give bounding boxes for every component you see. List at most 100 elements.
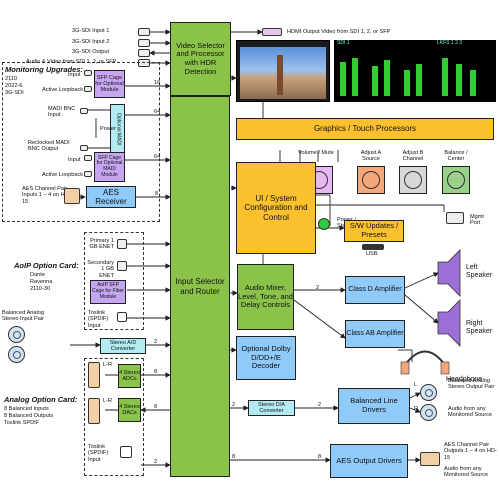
aoip-card-region bbox=[84, 232, 144, 330]
input-label: Input bbox=[68, 72, 81, 78]
ethernet-port-icon bbox=[446, 212, 464, 224]
adjust-a-knob[interactable] bbox=[357, 166, 385, 194]
headphone-cup-icon bbox=[400, 361, 410, 375]
meter-bar bbox=[442, 58, 448, 96]
usb-port-icon bbox=[362, 244, 384, 250]
aes-any-source-label: Audio from any Monitored Source bbox=[444, 466, 489, 479]
aoip-title: AoIP Option Card: bbox=[14, 261, 79, 270]
bnc-connector-icon bbox=[80, 108, 88, 114]
analog-card-region bbox=[84, 358, 144, 476]
xlr-output-l-icon bbox=[420, 384, 437, 401]
bus-width-label: 2 bbox=[154, 459, 158, 465]
audio-any-source-label: Audio from any Monitored Source bbox=[448, 406, 493, 419]
hd15-output-connector-icon bbox=[420, 452, 440, 466]
sfp-madi-cage: SFP Cage for Optional MADI Module bbox=[94, 152, 125, 182]
ethernet-port-icon bbox=[117, 239, 127, 249]
toslink-port-icon bbox=[120, 446, 132, 458]
reclocked-madi-label: Reclocked MADI BNC Output bbox=[28, 140, 70, 153]
bus-width-label: 64 bbox=[154, 154, 161, 160]
sw-updates-presets: S/W Updates / Presets bbox=[344, 220, 404, 242]
aoip-item: Dante bbox=[30, 272, 45, 278]
tower-shape bbox=[277, 55, 283, 95]
aes-receiver: AES Receiver bbox=[86, 186, 136, 208]
bus-width-label: 2 bbox=[232, 402, 236, 408]
bus-width-label: 8 bbox=[232, 454, 236, 460]
meter-bar bbox=[384, 60, 390, 96]
toslink-label-2: Toslink (SPDIF) Input bbox=[88, 444, 109, 463]
aoip-item: Ravenna bbox=[30, 279, 53, 285]
xlr-input-icon bbox=[8, 346, 25, 363]
meter-bar bbox=[404, 70, 410, 96]
graphics-touch-processors: Graphics / Touch Processors bbox=[236, 118, 494, 140]
aes-channel-output-label: AES Channel Pair Outputs 1 – 4 on HD-15 bbox=[444, 442, 497, 461]
toslink-port-icon bbox=[117, 312, 127, 322]
adjust-b-knob[interactable] bbox=[399, 166, 427, 194]
headphone-cup-icon bbox=[440, 361, 450, 375]
video-thumbnail bbox=[240, 47, 326, 99]
balance-label: Balance / Center bbox=[444, 150, 468, 163]
sfp-cage: SFP Cage for Optional Module bbox=[94, 70, 125, 98]
balance-knob[interactable] bbox=[442, 166, 470, 194]
analog-title: Analog Option Card: bbox=[4, 395, 78, 404]
hd15-input-connector-icon bbox=[64, 188, 80, 204]
stereo-da-converter: Stereo D/A Converter bbox=[248, 400, 295, 416]
sfp-port-icon bbox=[84, 70, 92, 76]
stereo-adcs: 4 Stereo ADCs bbox=[118, 364, 141, 388]
usb-label: USB bbox=[366, 251, 378, 257]
lr-label: L-R bbox=[103, 398, 113, 404]
secondary-enet-label: Secondary 1 GB ENET bbox=[87, 260, 114, 279]
bus-width-label: 2 bbox=[154, 339, 158, 345]
meter-bar bbox=[352, 58, 358, 96]
meter-bar bbox=[372, 66, 378, 96]
power-status-led-icon bbox=[318, 218, 330, 230]
bus-width-label: 8 bbox=[154, 369, 158, 375]
db25-connector-icon bbox=[88, 362, 100, 388]
bnc-connector-icon bbox=[80, 145, 88, 151]
class-d-amplifier: Class D Amplifier bbox=[345, 276, 405, 304]
left-speaker-icon bbox=[437, 249, 461, 297]
input-label-2: Input bbox=[68, 157, 81, 163]
sdi-output-label: 3G-SDI Output bbox=[72, 49, 109, 55]
screen-meter-label: LKFS 1 2 3 bbox=[437, 40, 463, 46]
meter-bar bbox=[470, 70, 476, 96]
bus-width-label: 16 bbox=[154, 80, 161, 86]
sfp-port-icon bbox=[84, 86, 92, 92]
bus-width-label: 8 bbox=[154, 404, 158, 410]
ui-system-config: UI / System Configuration and Control bbox=[236, 162, 316, 254]
mgmt-port-label: Mgmt Port bbox=[470, 214, 484, 227]
balanced-line-drivers: Balanced Line Drivers bbox=[338, 388, 410, 424]
volume-label: Volume / Mute bbox=[298, 150, 334, 156]
aes-output-drivers: AES Output Drivers bbox=[330, 444, 408, 478]
monitoring-upgrades-region bbox=[2, 62, 160, 222]
bus-width-label: 8 bbox=[318, 454, 322, 460]
madi-bnc-input-label: MADI BNC Input bbox=[48, 106, 76, 119]
balanced-output-label: Balanced Analog Stereo Output Pair bbox=[448, 378, 495, 391]
monitoring-item: 2022-6 bbox=[5, 83, 23, 89]
toslink-label: Toslink (SPDIF) Input bbox=[88, 310, 109, 329]
bus-width-label: 8 bbox=[155, 191, 159, 197]
monitoring-title: Monitoring Upgrades: bbox=[5, 65, 83, 74]
bus-width-label: 2 bbox=[318, 402, 322, 408]
sdi-input-1-label: 3G-SDI Input 1 bbox=[72, 28, 110, 34]
xlr-input-icon bbox=[8, 326, 25, 343]
analog-item: Toslink SPDIF bbox=[4, 420, 40, 426]
headphone-label: Headphone bbox=[446, 376, 483, 383]
active-loopback-label-2: Active Loopback bbox=[42, 172, 84, 178]
sfp-port-icon bbox=[84, 155, 92, 161]
analog-item: 8 Balanced Inputs bbox=[4, 406, 49, 412]
bnc-connector-icon bbox=[138, 39, 150, 47]
primary-enet-label: Primary 1 GB ENET bbox=[89, 238, 114, 251]
lr-label: L-R bbox=[103, 362, 113, 368]
output-l-label: L bbox=[414, 382, 418, 388]
active-loopback-label: Active Loopback bbox=[42, 87, 84, 93]
power-label: Power bbox=[100, 126, 116, 132]
monitoring-item: 2110 bbox=[5, 76, 18, 82]
right-speaker-label: Right Speaker bbox=[466, 320, 493, 336]
sfp-connector-icon bbox=[138, 59, 150, 67]
right-speaker-icon bbox=[437, 299, 461, 347]
ethernet-port-icon bbox=[117, 261, 127, 271]
left-speaker-label: Left Speaker bbox=[466, 264, 493, 280]
analog-item: 8 Balanced Outputs bbox=[4, 413, 54, 419]
